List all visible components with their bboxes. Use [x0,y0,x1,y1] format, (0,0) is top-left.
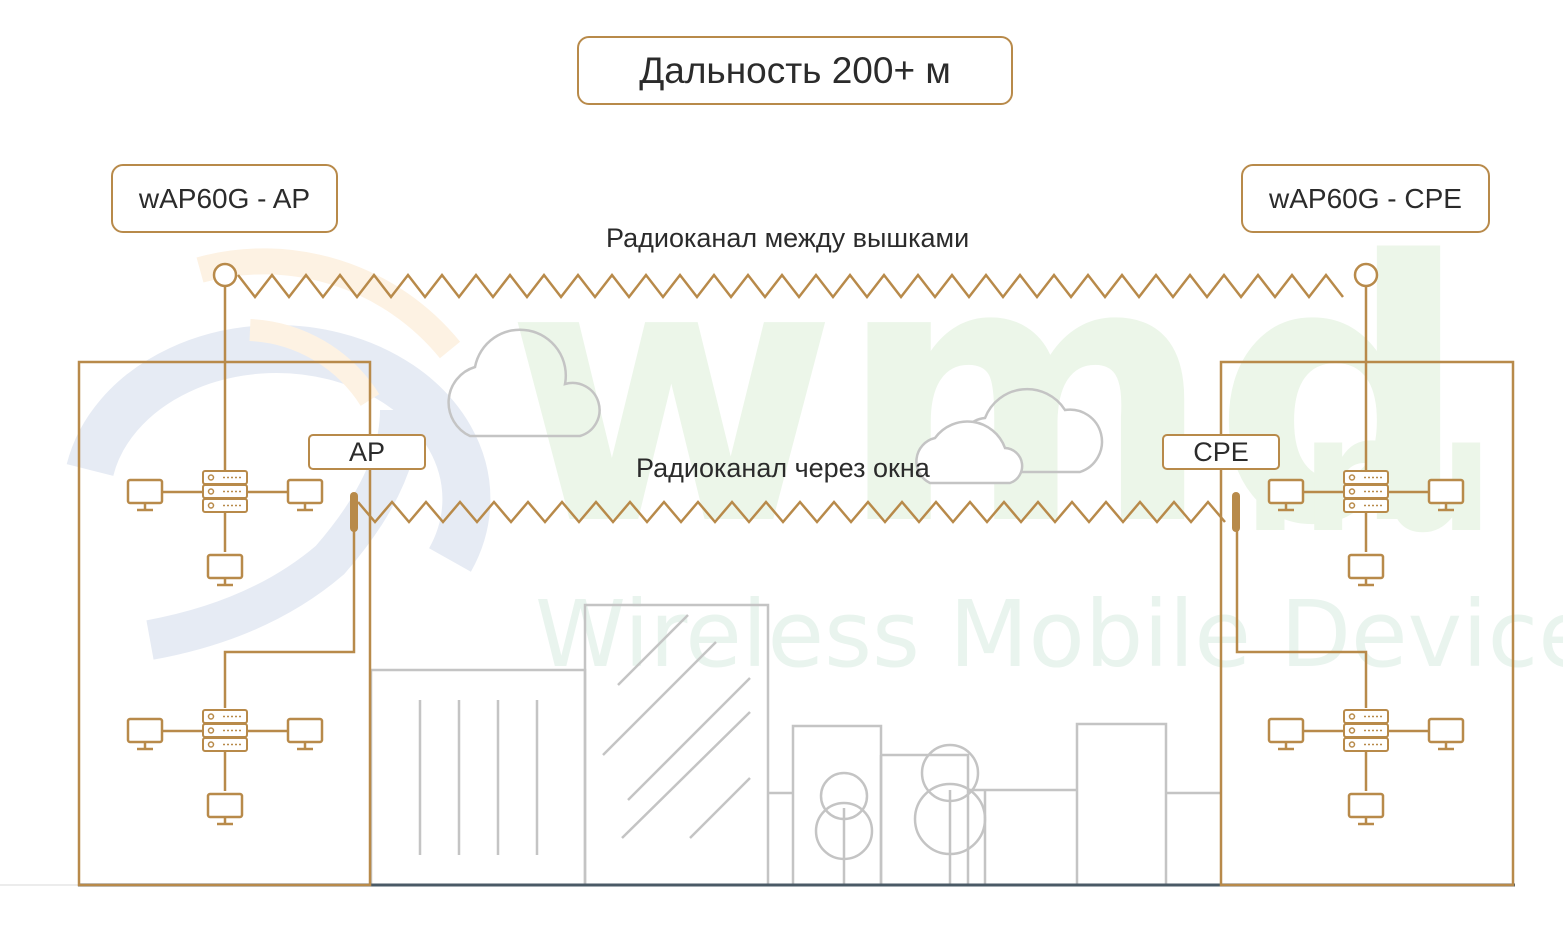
monitor-icon [126,717,164,751]
link-label-towers: Радиоканал между вышками [606,223,970,253]
monitor-icon [206,553,244,587]
antenna-mast-icon [1353,262,1379,288]
watermark-tagline: Wireless Mobile Devices [535,581,1563,688]
monitor-icon [1267,717,1305,751]
link-label-windows: Радиоканал через окна [636,453,930,483]
monitor-icon [206,792,244,826]
page-title: Дальность 200+ м [577,36,1013,105]
watermark-brand: wmd [505,185,1471,604]
tower-label-ap: wAP60G - AP [111,164,338,233]
server-rack-icon [202,470,248,513]
cloud-icon [447,328,601,438]
monitor-icon [1347,553,1385,587]
device-cluster [1267,470,1465,587]
server-rack-icon [1343,470,1389,513]
window-label-ap: AP [308,434,426,470]
monitor-icon [1267,478,1305,512]
window-antenna-icon [350,492,358,532]
monitor-icon [1427,478,1465,512]
window-label-cpe: CPE [1162,434,1280,470]
radio-link-windows [357,500,1226,524]
monitor-icon [286,478,324,512]
device-cluster [1267,709,1465,826]
monitor-icon [286,717,324,751]
monitor-icon [1427,717,1465,751]
device-cluster [126,709,324,826]
cable-left [223,530,356,708]
radio-link-towers [237,272,1344,300]
server-rack-icon [202,709,248,752]
tower-label-cpe: wAP60G - CPE [1241,164,1490,233]
monitor-icon [126,478,164,512]
server-rack-icon [1343,709,1389,752]
antenna-mast-icon [212,262,238,288]
tree-icon [814,771,874,885]
window-antenna-icon [1232,492,1240,532]
cloud-icon [915,420,1024,485]
city-skyline [369,328,1221,887]
building-left [369,668,587,887]
monitor-icon [1347,792,1385,826]
cable-right [1235,530,1368,708]
device-cluster [126,470,324,587]
tree-icon [913,743,987,885]
building-small [791,724,883,887]
building-right [1075,722,1168,887]
